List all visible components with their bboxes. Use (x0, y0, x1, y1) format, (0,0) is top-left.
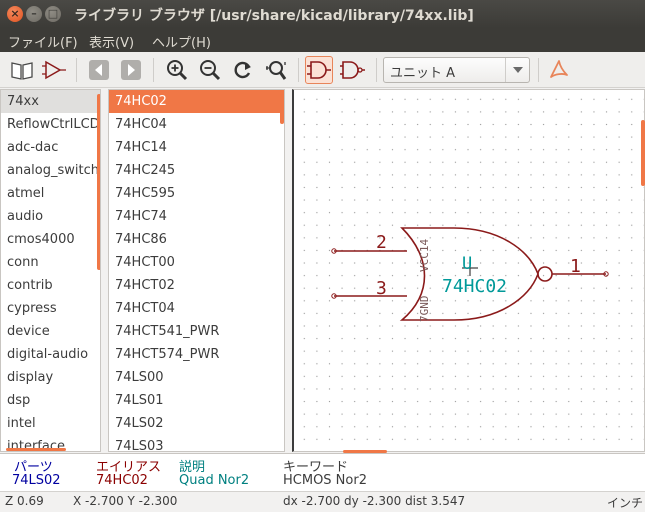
unit-select-value: ユニット A (390, 66, 456, 81)
info-alias-header: エイリアス (96, 460, 162, 475)
part-list-item[interactable]: 74HCT574_PWR (115, 347, 220, 362)
library-list-item[interactable]: contrib (7, 278, 53, 293)
part-list-item[interactable]: 74HC74 (115, 209, 167, 224)
library-list-item[interactable]: dsp (7, 393, 31, 408)
power-pin-label: VCC14 (418, 239, 431, 272)
part-list-item[interactable]: 74HC595 (115, 186, 176, 201)
book-icon[interactable] (8, 56, 36, 84)
library-list-item[interactable]: device (7, 324, 50, 339)
pin-number-2: 2 (376, 232, 387, 253)
part-list-item[interactable]: 74LS01 (115, 393, 164, 408)
info-keywords-header: キーワード (283, 460, 349, 475)
status-delta: dx -2.700 dy -2.300 dist 3.547 (283, 494, 466, 508)
library-list-hscrollbar[interactable] (6, 448, 66, 451)
info-keywords-value: HCMOS Nor2 (283, 473, 367, 488)
library-list-item[interactable]: atmel (7, 186, 45, 201)
minimize-window-button[interactable]: – (26, 6, 42, 22)
window-title: ライブラリ ブラウザ [/usr/share/kicad/library/74x… (74, 8, 474, 24)
normal-body-icon[interactable] (305, 56, 333, 84)
part-list-item[interactable]: 74HC245 (115, 163, 176, 178)
value-label: 74HC02 (442, 276, 507, 297)
pin-number-3: 3 (376, 278, 387, 299)
library-list-item[interactable]: cmos4000 (7, 232, 75, 247)
ground-pin-label: 7GND (418, 296, 431, 323)
part-list-scrollbar[interactable] (280, 94, 284, 124)
info-description-header: 説明 (179, 460, 206, 475)
previous-icon[interactable] (85, 56, 113, 84)
part-list-item[interactable]: 74HCT541_PWR (115, 324, 220, 339)
toolbar (0, 52, 645, 88)
library-list-item[interactable]: analog_switches (7, 163, 100, 178)
library-list-scrollbar[interactable] (97, 94, 100, 270)
demorgan-body-icon[interactable] (338, 56, 366, 84)
part-list-item[interactable]: 74LS02 (115, 416, 164, 431)
pin-number-1: 1 (570, 256, 581, 277)
edit-part-icon[interactable] (40, 56, 68, 84)
status-bar: Z 0.69 X -2.700 Y -2.300 dx -2.700 dy -2… (0, 491, 645, 512)
library-list-item[interactable]: conn (7, 255, 39, 270)
zoom-fit-icon[interactable] (262, 56, 290, 84)
part-list-item[interactable]: 74HC14 (115, 140, 167, 155)
info-alias-value: 74HC02 (96, 473, 148, 488)
part-list-item[interactable]: 74HC02 (109, 90, 284, 113)
menu-file[interactable]: ファイル(F) (8, 36, 78, 51)
menu-bar: ファイル(F) 表示(V) ヘルプ(H) (0, 28, 645, 52)
component-info-bar: パーツ エイリアス 説明 キーワード 74LS02 74HC02 Quad No… (0, 453, 645, 491)
library-list-item[interactable]: intel (7, 416, 36, 431)
library-list-item[interactable]: cypress (7, 301, 57, 316)
library-list-item[interactable]: display (7, 370, 54, 385)
part-list-item[interactable]: 74HC04 (115, 117, 167, 132)
library-list-item[interactable]: ReflowCtrlLCD (7, 117, 100, 132)
redraw-icon[interactable] (229, 56, 257, 84)
status-units: インチ (607, 496, 644, 510)
part-list-item[interactable]: 74HCT02 (115, 278, 175, 293)
next-icon[interactable] (117, 56, 145, 84)
maximize-window-button[interactable]: □ (45, 6, 61, 22)
part-list-item[interactable]: 74HCT00 (115, 255, 175, 270)
status-cursor-position: X -2.700 Y -2.300 (73, 494, 178, 508)
library-list-item[interactable]: digital-audio (7, 347, 89, 362)
nor-gate-symbol: 2 3 1 VCC14 7GND U 74HC02 (331, 227, 609, 323)
library-list-item[interactable]: audio (7, 209, 44, 224)
zoom-in-icon[interactable] (163, 56, 191, 84)
part-list-item[interactable]: 74HCT04 (115, 301, 175, 316)
info-description-value: Quad Nor2 (179, 473, 250, 488)
canvas-hscrollbar[interactable] (343, 450, 387, 453)
part-list-item[interactable]: 74LS00 (115, 370, 164, 385)
menu-view[interactable]: 表示(V) (89, 36, 135, 51)
library-list-item[interactable]: adc-dac (7, 140, 59, 155)
part-list-item[interactable]: 74LS03 (115, 439, 164, 452)
info-part-header: パーツ (14, 460, 53, 475)
reference-label: U (462, 254, 472, 274)
title-bar: × – □ ライブラリ ブラウザ [/usr/share/kicad/libra… (0, 0, 645, 28)
menu-help[interactable]: ヘルプ(H) (152, 36, 211, 51)
part-list-item[interactable]: 74HC86 (115, 232, 167, 247)
part-list[interactable]: 74HC02 74HC04 74HC14 74HC245 74HC595 74HC74 74… (108, 89, 285, 452)
canvas-vertical-scrollbar[interactable] (641, 120, 645, 186)
symbol-preview-canvas[interactable]: 2 3 1 VCC14 7GND U 74HC02 (292, 89, 645, 452)
unit-select[interactable]: ユニット A (383, 57, 530, 83)
info-part-value: 74LS02 (12, 473, 61, 488)
pdf-icon[interactable] (545, 56, 573, 84)
zoom-out-icon[interactable] (196, 56, 224, 84)
status-zoom: Z 0.69 (5, 494, 44, 508)
close-window-button[interactable]: × (7, 6, 23, 22)
chevron-down-icon (505, 58, 529, 82)
library-list-item[interactable]: 74xx (1, 90, 100, 113)
